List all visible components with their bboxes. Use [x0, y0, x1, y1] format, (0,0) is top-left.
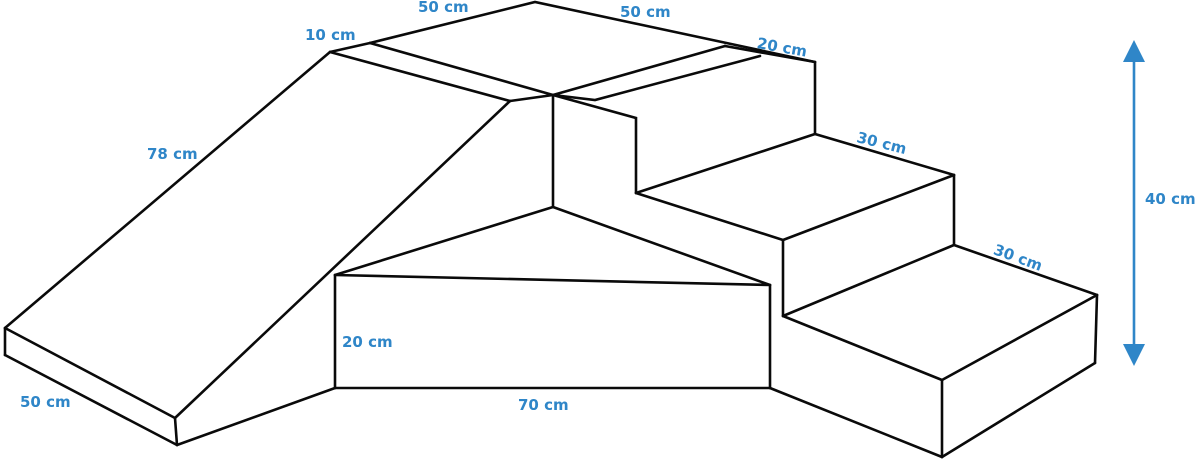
- label-block-height-20cm: 20 cm: [342, 333, 393, 351]
- label-top-right-50cm: 50 cm: [620, 3, 671, 21]
- center-column: [551, 93, 638, 209]
- arrow-down-icon: [1123, 344, 1145, 366]
- label-ramp-length-78cm: 78 cm: [147, 145, 198, 163]
- arrow-up-icon: [1123, 40, 1145, 62]
- front-block: [333, 205, 772, 390]
- slide-ramp: [3, 41, 555, 447]
- top-platform: [368, 0, 817, 102]
- label-ramp-width-50cm: 50 cm: [20, 393, 71, 411]
- height-arrow: [1123, 40, 1145, 366]
- label-block-length-70cm: 70 cm: [518, 396, 569, 414]
- label-ramp-thickness-10cm: 10 cm: [305, 26, 356, 44]
- label-total-height-40cm: 40 cm: [1145, 190, 1196, 208]
- staircase: [634, 60, 1099, 459]
- label-top-left-50cm: 50 cm: [418, 0, 469, 16]
